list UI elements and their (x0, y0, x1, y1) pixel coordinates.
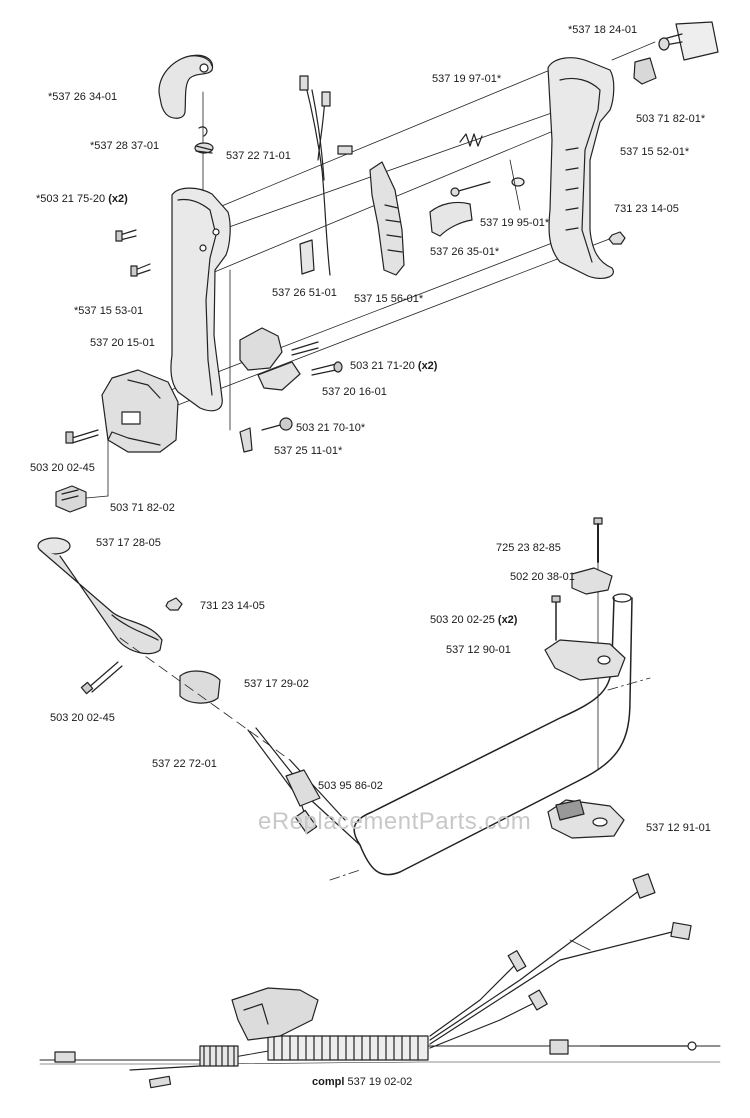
part-label-537-15-56-01: 537 15 56-01* (354, 293, 424, 305)
part-label-503-21-75-20: *503 21 75-20 (x2) (36, 193, 128, 206)
quantity-label: (x2) (108, 193, 128, 205)
part-label-503-21-71-20: 503 21 71-20 (x2) (350, 360, 437, 373)
part-label-503-21-70-10: 503 21 70-10* (296, 422, 366, 434)
part-label-537-15-53-01: *537 15 53-01 (74, 305, 144, 317)
watermark: eReplacementParts.com (258, 808, 532, 835)
part-label-537-28-37-01: *537 28 37-01 (90, 140, 160, 152)
part-label-537-22-72-01: 537 22 72-01 (152, 758, 217, 770)
part-label-731-23-14-05-mid: 731 23 14-05 (200, 600, 265, 612)
part-label-503-71-82-02: 503 71 82-02 (110, 502, 175, 514)
part-label-537-12-90-01: 537 12 90-01 (446, 644, 511, 656)
part-label-731-23-14-05-top: 731 23 14-05 (614, 203, 679, 215)
part-label-537-19-95-01: 537 19 95-01* (480, 217, 550, 229)
part-label-503-20-02-45-mid: 503 20 02-45 (50, 712, 115, 724)
part-label-537-17-29-02: 537 17 29-02 (244, 678, 309, 690)
part-number: 537 19 02-02 (347, 1076, 413, 1088)
compl-prefix: compl (312, 1076, 345, 1088)
part-label-537-20-15-01: 537 20 15-01 (90, 337, 155, 349)
part-label-537-18-24-01: *537 18 24-01 (568, 24, 638, 36)
part-label-725-23-82-85: 725 23 82-85 (496, 542, 561, 554)
part-label-537-15-52-01: 537 15 52-01* (620, 146, 690, 158)
part-label-537-17-28-05: 537 17 28-05 (96, 537, 161, 549)
quantity-label: (x2) (497, 614, 518, 626)
part-label-503-95-86-02: 503 95 86-02 (318, 780, 383, 792)
part-number: 503 20 02-25 (430, 614, 495, 626)
part-label-537-19-97-01: 537 19 97-01* (432, 73, 502, 85)
part-number: 503 21 71-20 (350, 360, 415, 372)
part-label-503-71-82-01: 503 71 82-01* (636, 113, 706, 125)
part-label-537-12-91-01: 537 12 91-01 (646, 822, 711, 834)
part-label-503-20-02-45-top: 503 20 02-45 (30, 462, 95, 474)
part-label-537-26-51-01: 537 26 51-01 (272, 287, 337, 299)
quantity-label: (x2) (417, 360, 438, 372)
part-label-503-20-02-25: 503 20 02-25 (x2) (430, 614, 517, 627)
part-number: *503 21 75-20 (36, 193, 106, 205)
part-label-537-22-71-01: 537 22 71-01 (226, 150, 291, 162)
part-label-537-20-16-01: 537 20 16-01 (322, 386, 387, 398)
part-label-502-20-38-01: 502 20 38-01 (510, 571, 575, 583)
part-label-537-26-34-01: *537 26 34-01 (48, 91, 118, 103)
part-label-compl-537-19-02-02: compl 537 19 02-02 (312, 1076, 412, 1089)
part-label-537-26-35-01: 537 26 35-01* (430, 246, 500, 258)
part-label-537-25-11-01: 537 25 11-01* (274, 445, 343, 457)
